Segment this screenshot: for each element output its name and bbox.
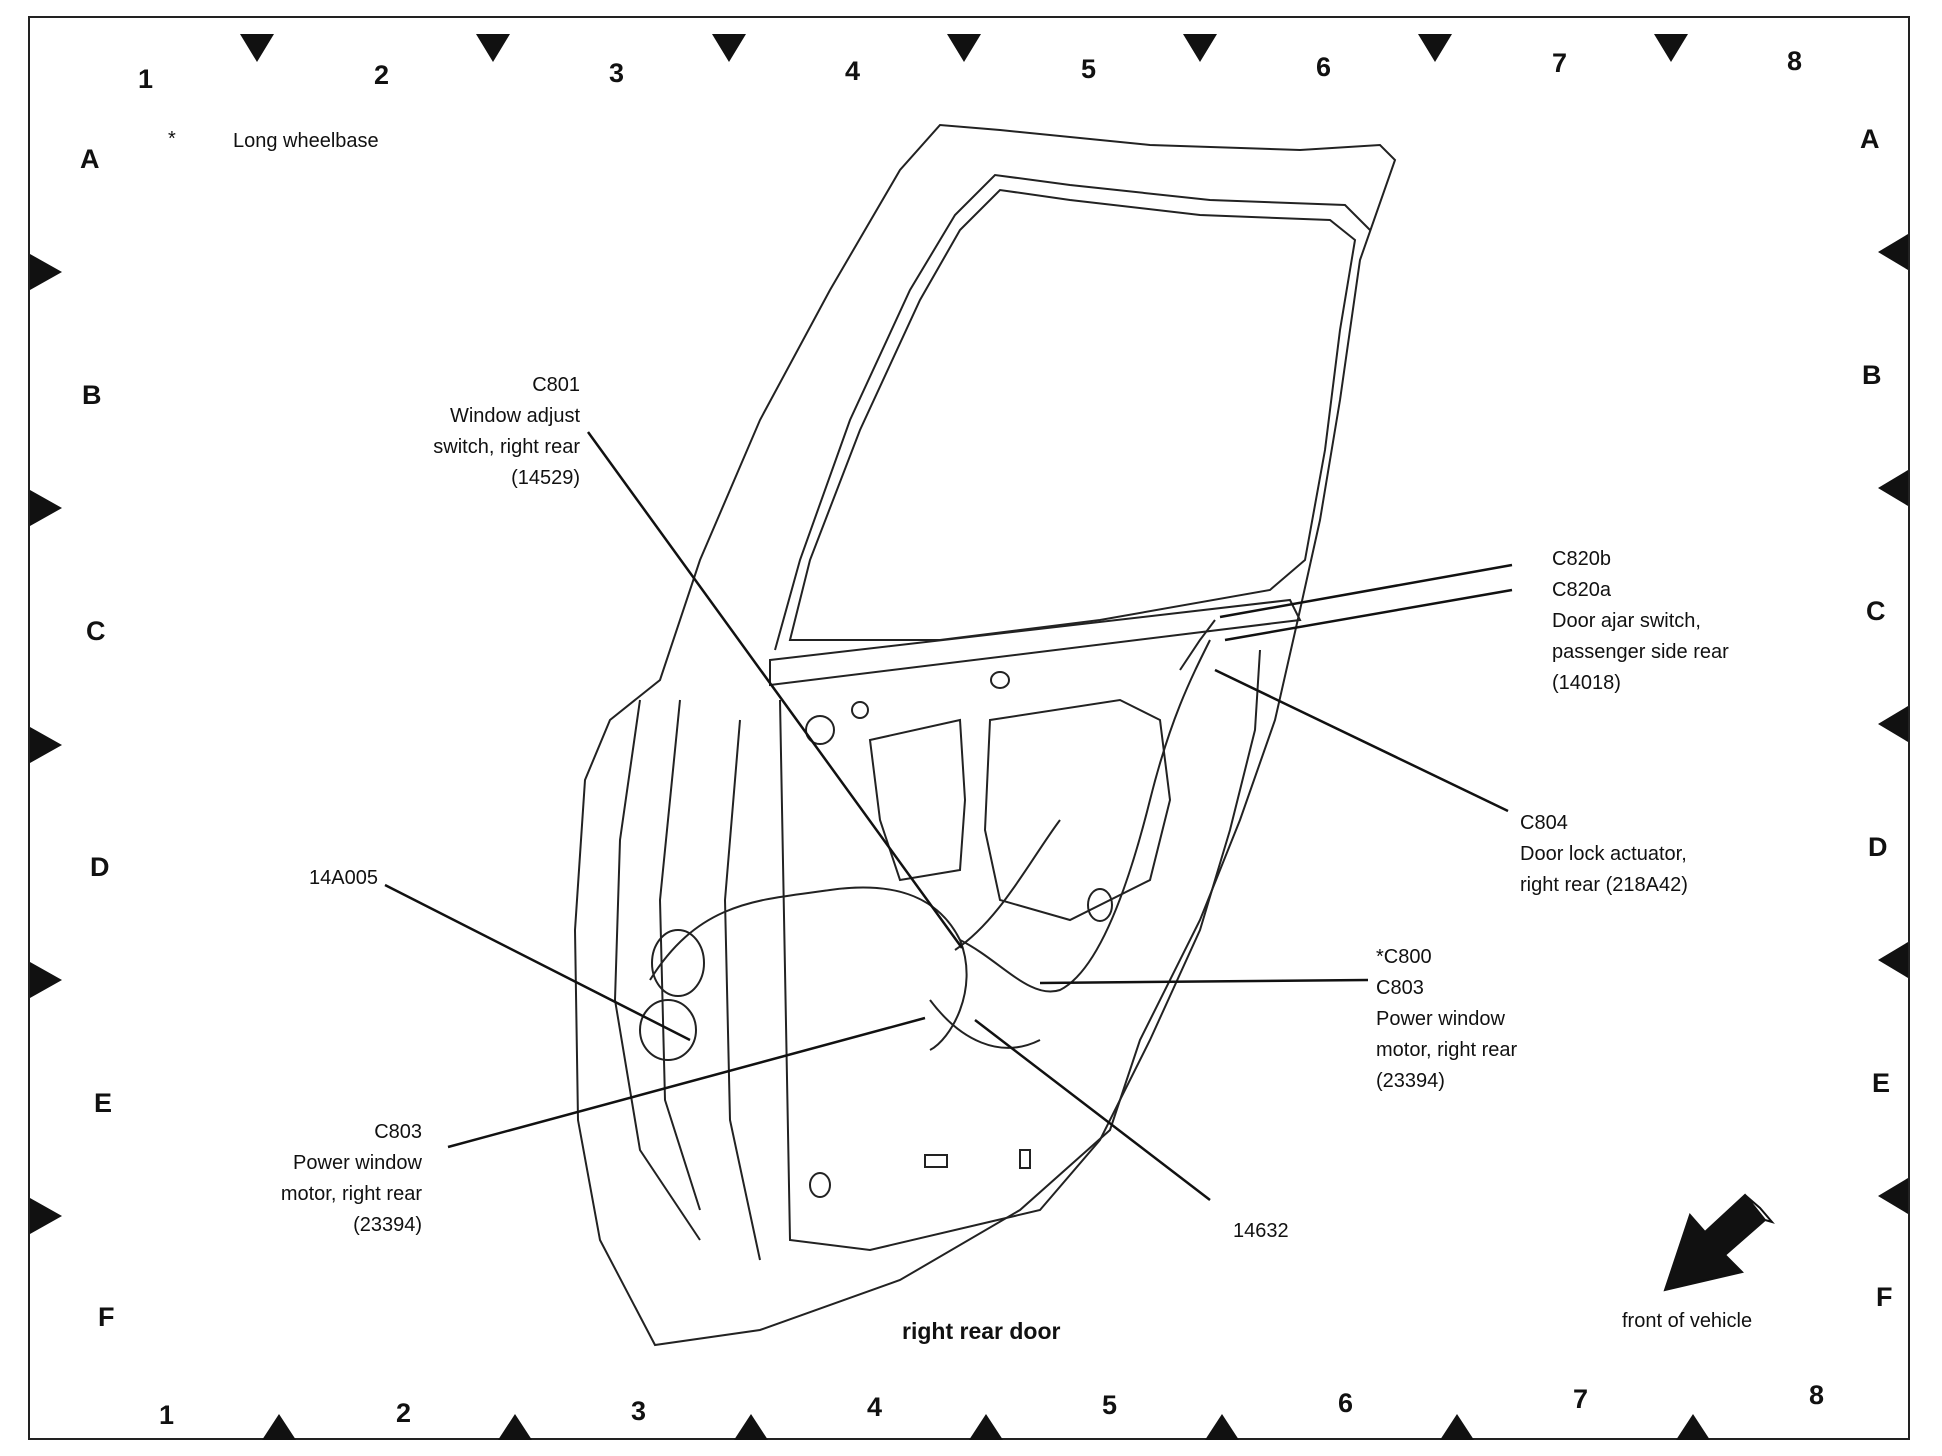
callout-line: Door ajar switch, [1552,610,1701,632]
callout-c803-left: C803 Power window motor, right rear (233… [226,1117,422,1241]
row-label-a-right: A [1860,124,1880,154]
column-label-1-bottom: 1 [159,1400,175,1430]
callout-c804: C804 Door lock actuator, right rear (218… [1520,808,1688,901]
diagram-frame [28,16,1910,1440]
row-label-f-left: F [98,1302,115,1332]
orientation-label: front of vehicle [1622,1310,1753,1332]
callout-c820: C820b C820a Door ajar switch, passenger … [1552,544,1729,699]
callout-line: C820a [1552,579,1611,601]
callout-line: Window adjust [449,405,580,427]
callout-14a005: 14A005 [309,863,378,894]
row-label-d-right: D [1868,832,1888,862]
row-label-a-left: A [80,144,100,174]
column-label-2-bottom: 2 [396,1398,412,1428]
callout-line: 14A005 [309,867,378,889]
row-label-c-right: C [1866,596,1886,626]
callout-line: right rear (218A42) [1520,874,1688,896]
callout-line: Power window [293,1152,422,1174]
note-mark: * [168,128,176,150]
callout-line: (14018) [1552,672,1621,694]
row-label-e-left: E [94,1088,113,1118]
column-label-8-bottom: 8 [1809,1380,1825,1410]
column-label-4-bottom: 4 [867,1392,883,1422]
column-label-6-top: 6 [1316,52,1332,82]
callout-line: passenger side rear [1552,641,1729,663]
callout-line: C803 [1376,977,1424,999]
callout-line: Door lock actuator, [1520,843,1687,865]
callout-line: Power window [1376,1008,1505,1030]
column-label-4-top: 4 [845,56,861,86]
callout-line: C803 [374,1121,422,1143]
arrow-icon [1663,1193,1775,1292]
note-text: Long wheelbase [233,130,379,152]
zone-markers [30,34,1908,1440]
callout-line: switch, right rear [433,436,580,458]
callout-line: C820b [1552,548,1611,570]
row-label-c-left: C [86,616,106,646]
callout-line: C804 [1520,812,1568,834]
callout-c800-c803: *C800 C803 Power window motor, right rea… [1376,942,1517,1097]
column-label-2-top: 2 [374,60,390,90]
row-label-d-left: D [90,852,110,882]
callout-line: (23394) [1376,1070,1445,1092]
column-label-6-bottom: 6 [1338,1388,1354,1418]
column-label-3-bottom: 3 [631,1396,647,1426]
column-label-1-top: 1 [138,64,154,94]
callout-line: *C800 [1376,946,1432,968]
column-label-7-bottom: 7 [1573,1384,1589,1414]
callout-line: (23394) [353,1214,422,1236]
callout-c801: C801 Window adjust switch, right rear (1… [384,370,580,494]
door-outline [573,123,1397,1347]
column-label-7-top: 7 [1552,48,1568,78]
row-label-b-left: B [82,380,102,410]
column-label-3-top: 3 [609,58,625,88]
callout-line: motor, right rear [1376,1039,1518,1061]
callout-14632: 14632 [1233,1216,1289,1247]
callout-line: C801 [532,374,580,396]
column-label-5-top: 5 [1081,54,1097,84]
row-label-e-right: E [1872,1068,1891,1098]
row-label-f-right: F [1876,1282,1893,1312]
column-label-8-top: 8 [1787,46,1803,76]
column-label-5-bottom: 5 [1102,1390,1118,1420]
diagram-title: right rear door [902,1318,1061,1344]
callout-line: 14632 [1233,1220,1289,1242]
leader-lines [384,431,1513,1201]
row-label-b-right: B [1862,360,1882,390]
callout-line: motor, right rear [280,1183,422,1205]
callout-line: (14529) [511,467,580,489]
